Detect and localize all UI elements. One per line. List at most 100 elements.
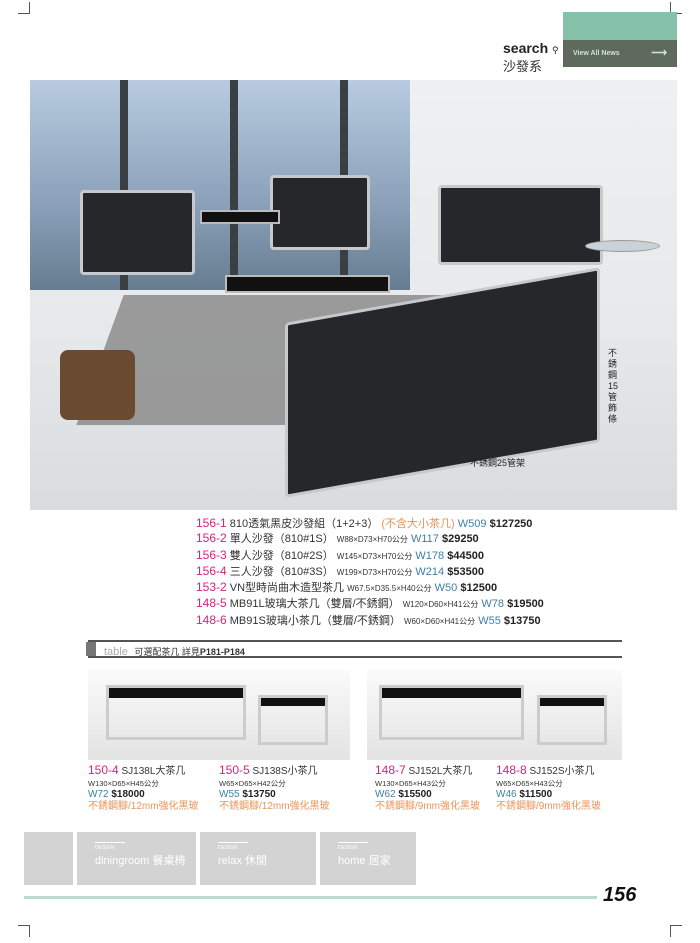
table-dims: W130×D65×H43公分 [375,778,446,788]
tile-zh: 居家 [368,855,391,867]
product-name: 雙人沙發（810#2S） [229,549,334,562]
table-photo-sj138 [88,670,350,760]
wood-side-table [60,350,135,420]
table-name: SJ138S小茶几 [252,766,318,777]
product-dims: W145×D73×H70公分 [336,551,413,561]
product-code: 148-6 [196,612,227,627]
product-price: $53500 [447,565,484,578]
footer-tile-home[interactable]: DESIGN home 居家 [320,832,416,885]
product-dims: W88×D73×H70公分 [336,535,408,545]
product-price: $19500 [507,598,544,611]
table-weight: W55 [219,789,240,800]
product-row: 153-2 VN型時尚曲木造型茶几 W67.5×D35.5×H40公分 W50 … [196,580,544,596]
table-material: 不銹鋼腳/9mm強化黑玻 [496,800,601,812]
table-dims: W130×D65×H45公分 [88,778,159,788]
tile-en: home [338,855,366,867]
table-name: SJ152S小茶几 [529,766,595,777]
table-price: $18000 [111,789,145,800]
frame-annotation: 不銹鋼25管架 [470,458,526,468]
table-material: 不銹鋼腳/9mm強化黑玻 [375,800,480,812]
round-side-table [585,240,660,252]
product-name: 三人沙發（810#3S） [229,565,334,578]
table-code: 150-5 [219,763,250,777]
table-name: SJ152L大茶几 [408,766,473,777]
product-weight: W509 [457,518,487,530]
product-price: $29250 [441,533,479,546]
footer-tile-blank [24,832,73,885]
search-label: search [503,40,549,56]
product-name: 單人沙發（810#1S） [229,533,334,546]
small-table [200,210,280,224]
section-marker [86,642,96,656]
product-name: 810透氣黑皮沙發組（1+2+3） [229,518,379,530]
product-code: 156-3 [196,547,227,562]
single-sofa [80,190,195,275]
product-code: 156-1 [196,516,227,530]
product-list: 156-1 810透氣黑皮沙發組（1+2+3） (不含大小茶几) W509 $1… [196,516,544,629]
product-row: 156-3 雙人沙發（810#2S） W145×D73×H70公分 W178 $… [196,548,544,564]
product-price: $127250 [489,518,533,530]
product-weight: W117 [410,533,439,546]
product-name: MB91L玻璃大茶几（雙層/不銹鋼） [229,598,400,611]
product-name: VN型時尚曲木造型茶几 [229,582,345,595]
product-code: 156-4 [196,563,227,578]
product-name: MB91S玻璃小茶几（雙層/不銹鋼） [229,614,401,627]
product-dims: W199×D73×H70公分 [336,567,413,577]
product-code: 156-2 [196,531,227,546]
magnifier-icon: ⚲ [552,45,559,55]
table-material: 不銹鋼腳/12mm強化黑玻 [88,800,199,812]
table-section-header: table 可選配茶几 詳見P181-P184 [86,640,622,658]
table-dims: W65×D65×H42公分 [219,778,286,788]
arrow-right-icon: ⟶ [651,47,667,59]
two-seat-sofa [438,185,603,265]
product-dims: W60×D60×H41公分 [403,616,476,626]
tile-small-label: DESIGN [95,842,125,851]
product-dims: W120×D60×H41公分 [402,600,479,610]
section-pages: P181-P184 [199,647,245,657]
table-code: 148-8 [496,763,527,777]
product-weight: W178 [415,549,445,562]
product-row: 148-5 MB91L玻璃大茶几（雙層/不銹鋼） W120×D60×H41公分 … [196,596,544,612]
search-link[interactable]: search ⚲ [503,40,559,56]
category-title: 沙發系 [503,59,543,74]
product-weight: W50 [434,582,458,595]
tile-zh: 休閒 [244,855,267,867]
table-price: $11500 [519,789,553,800]
table-price: $13750 [242,789,276,800]
crop-mark [670,925,682,937]
product-code: 153-2 [196,580,227,595]
product-code: 148-5 [196,596,227,611]
product-row: 156-2 單人沙發（810#1S） W88×D73×H70公分 W117 $2… [196,531,544,547]
table-weight: W72 [88,789,109,800]
rail-annotation: 不銹鋼15管飾條 [608,348,619,424]
tile-en: relax [218,855,242,867]
product-row: 156-1 810透氣黑皮沙發組（1+2+3） (不含大小茶几) W509 $1… [196,516,544,531]
tile-en: diningroom [95,855,150,867]
table-name: SJ138L大茶几 [121,766,186,777]
table-dims: W65×D65×H43公分 [496,778,563,788]
table-weight: W46 [496,789,517,800]
product-weight: W214 [415,565,445,578]
table-weight: W62 [375,789,396,800]
footer-tile-diningroom[interactable]: DESIGN diningroom 餐桌椅 [77,832,196,885]
section-label: table [104,646,128,658]
single-sofa [270,175,370,250]
product-row: 148-6 MB91S玻璃小茶几（雙層/不銹鋼） W60×D60×H41公分 W… [196,613,544,629]
table-price: $15500 [398,789,432,800]
tile-zh: 餐桌椅 [152,855,186,867]
section-title: 可選配茶几 詳見 [134,647,200,657]
product-weight: W55 [478,614,501,627]
table-code: 148-7 [375,763,406,777]
table-code: 150-4 [88,763,119,777]
view-all-news-panel: View All News ⟶ [563,12,677,67]
tile-small-label: DESIGN [338,842,368,851]
view-all-news-button[interactable]: View All News ⟶ [563,40,677,67]
crop-mark [18,925,30,937]
page-number: 156 [603,884,637,906]
view-all-label: View All News [573,50,620,57]
coffee-table [225,275,390,293]
